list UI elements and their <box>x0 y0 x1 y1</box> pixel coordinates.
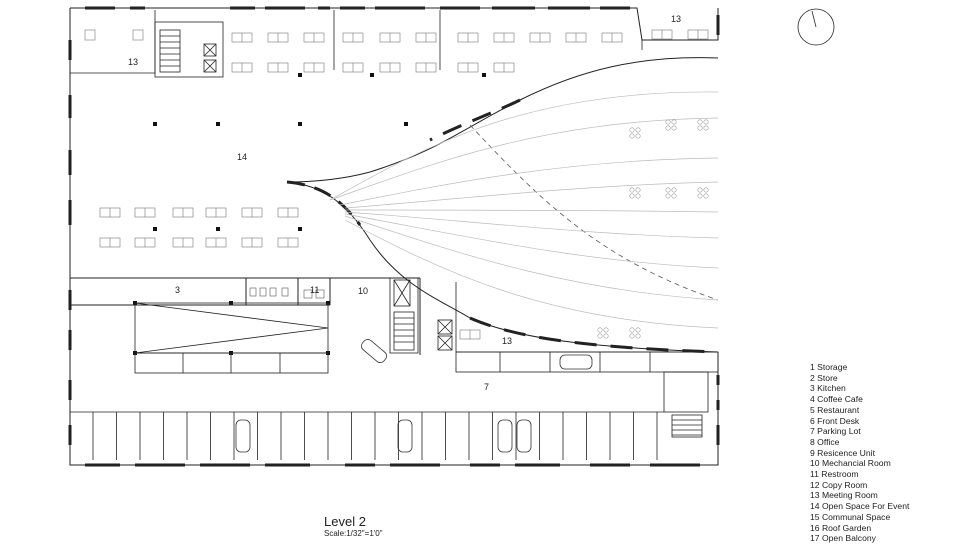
column <box>298 122 302 126</box>
planter <box>629 193 635 199</box>
planter <box>697 193 703 199</box>
column <box>298 227 302 231</box>
planter <box>697 119 703 125</box>
legend-item: 5 Restaurant <box>810 404 860 415</box>
legend-item: 9 Resicence Unit <box>810 447 875 458</box>
meeting-room-top-left <box>70 10 156 74</box>
planter <box>703 125 709 131</box>
planter <box>671 125 677 131</box>
planter <box>671 119 677 125</box>
planter <box>697 125 703 131</box>
legend-item: 3 Kitchen <box>810 383 846 394</box>
legend-item: 15 Communal Space <box>810 511 891 522</box>
planter <box>629 127 635 133</box>
legend-item: 7 Parking Lot <box>810 426 861 437</box>
planter <box>671 193 677 199</box>
room-label-13-top-left: 13 <box>128 57 138 67</box>
column <box>216 122 220 126</box>
legend-item: 13 Meeting Room <box>810 490 878 501</box>
planter <box>629 187 635 193</box>
legend-item: 6 Front Desk <box>810 415 860 426</box>
legend-item: 11 Restroom <box>810 469 859 480</box>
column <box>482 73 486 77</box>
room-label-10: 10 <box>358 286 368 296</box>
planter <box>703 119 709 125</box>
planter <box>671 187 677 193</box>
parking-ramp <box>134 302 329 374</box>
legend-item: 16 Roof Garden <box>810 522 872 533</box>
planter <box>703 193 709 199</box>
room-label-11: 11 <box>310 285 319 295</box>
planter <box>635 333 641 339</box>
planter <box>665 119 671 125</box>
planter <box>603 333 609 339</box>
stair-bottom-right <box>663 371 709 438</box>
stair-core-middle <box>389 277 718 354</box>
planters <box>597 119 709 339</box>
planter <box>603 327 609 333</box>
planter <box>635 133 641 139</box>
planter <box>629 327 635 333</box>
planter <box>629 333 635 339</box>
meeting-room-bottom <box>455 351 719 373</box>
room-label-13-top-right: 13 <box>671 14 681 24</box>
roof-garden-curve <box>286 57 719 354</box>
legend-item: 12 Copy Room <box>810 479 868 490</box>
partition-lines <box>333 10 441 70</box>
column <box>298 73 302 77</box>
room-label-14: 14 <box>237 152 247 162</box>
room-label-3: 3 <box>175 285 180 295</box>
room-label-7: 7 <box>484 382 489 392</box>
building-outline <box>69 7 719 466</box>
planter <box>703 187 709 193</box>
window-segments <box>68 6 720 467</box>
drawing-scale: Scale:1/32"=1'0" <box>324 529 383 538</box>
planter <box>665 125 671 131</box>
legend-item: 2 Store <box>810 372 838 383</box>
desks <box>99 29 709 340</box>
planter <box>635 327 641 333</box>
column <box>216 227 220 231</box>
planter <box>635 187 641 193</box>
columns <box>133 73 486 355</box>
planter <box>597 333 603 339</box>
drawing-title: Level 2 <box>324 514 366 529</box>
column <box>404 122 408 126</box>
planter <box>629 133 635 139</box>
legend-item: 17 Open Balcony <box>810 533 876 544</box>
column <box>153 122 157 126</box>
planter <box>635 193 641 199</box>
parked-cars <box>235 339 593 453</box>
legend-item: 8 Office <box>810 436 840 447</box>
restroom-fixtures <box>249 287 325 299</box>
parking-stalls <box>70 411 664 460</box>
stair-core-top <box>154 21 224 78</box>
column <box>153 227 157 231</box>
legend-item: 1 Storage <box>810 362 848 372</box>
north-arrow-icon <box>797 8 835 46</box>
planter <box>665 187 671 193</box>
room-label-13-bottom: 13 <box>502 336 512 346</box>
planter <box>665 193 671 199</box>
legend-item: 10 Mechancial Room <box>810 458 891 469</box>
column <box>370 73 374 77</box>
legend-item: 4 Coffee Cafe <box>810 394 863 405</box>
planter <box>697 187 703 193</box>
planter <box>597 327 603 333</box>
legend-item: 14 Open Space For Event <box>810 501 910 512</box>
planter <box>635 127 641 133</box>
